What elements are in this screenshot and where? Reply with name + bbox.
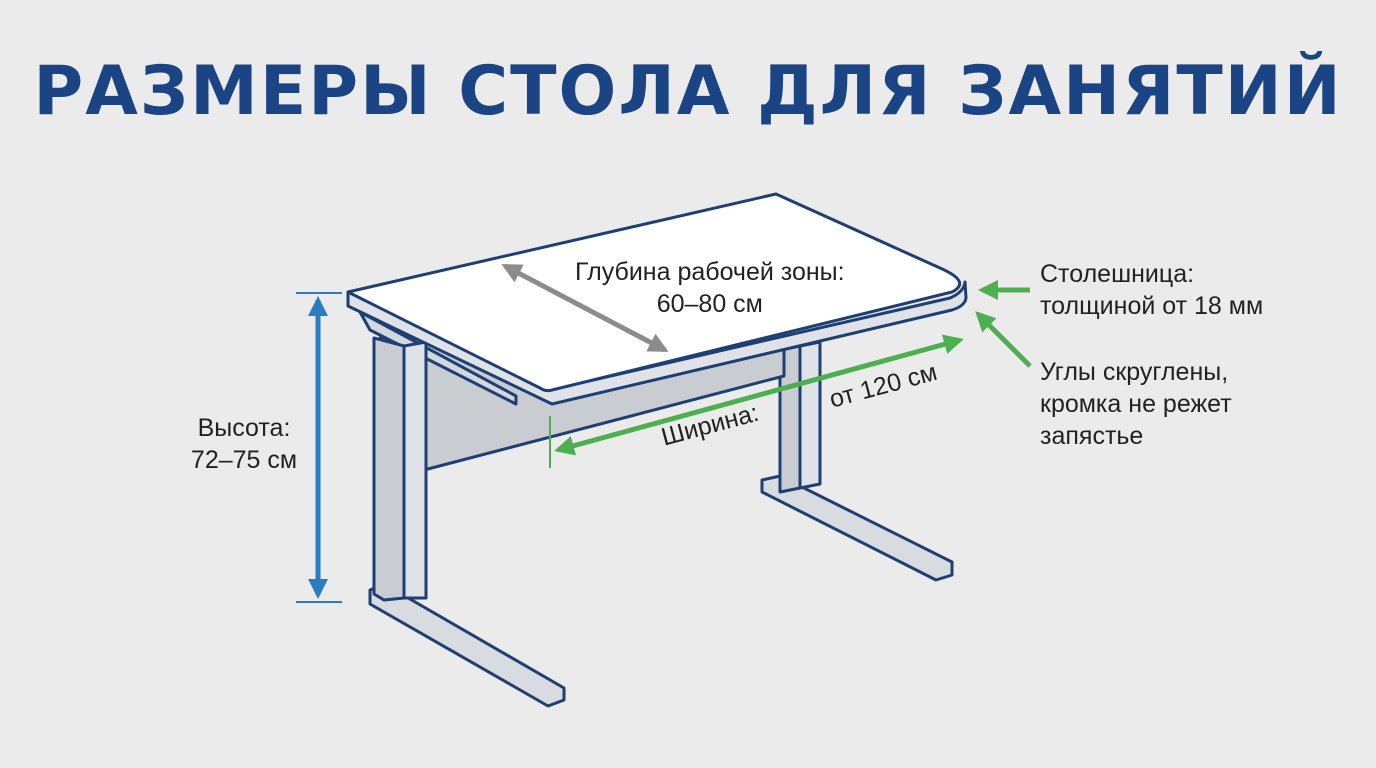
corners-label-line1: Углы скруглены, xyxy=(1040,358,1229,386)
depth-label-line1: Глубина рабочей зоны: xyxy=(575,258,845,286)
corners-callout-arrow xyxy=(975,311,1032,368)
tabletop-edge xyxy=(346,280,968,406)
corners-label-line3: запястье xyxy=(1040,422,1144,450)
front-left-leg xyxy=(368,336,566,708)
corners-label: Углы скруглены, кромка не режет запястье xyxy=(1040,356,1232,452)
tabletop-label-line1: Столешница: xyxy=(1040,260,1195,288)
tabletop-label-line2: толщиной от 18 мм xyxy=(1040,292,1264,320)
apron xyxy=(358,310,518,406)
height-label-line1: Высота: xyxy=(197,414,291,442)
corners-label-line2: кромка не режет xyxy=(1040,390,1232,418)
depth-label-value: 60–80 см xyxy=(656,290,763,318)
height-label: Высота: 72–75 см xyxy=(174,412,314,476)
height-dimension xyxy=(296,292,342,603)
depth-label: Глубина рабочей зоны: 60–80 см xyxy=(575,256,845,320)
height-label-value: 72–75 см xyxy=(190,446,298,474)
width-dimension xyxy=(549,334,964,468)
width-arrow xyxy=(554,334,964,456)
tabletop-label: Столешница: толщиной от 18 мм xyxy=(1040,258,1263,322)
page-title: РАЗМЕРЫ СТОЛА ДЛЯ ЗАНЯТИЙ xyxy=(33,52,1343,131)
